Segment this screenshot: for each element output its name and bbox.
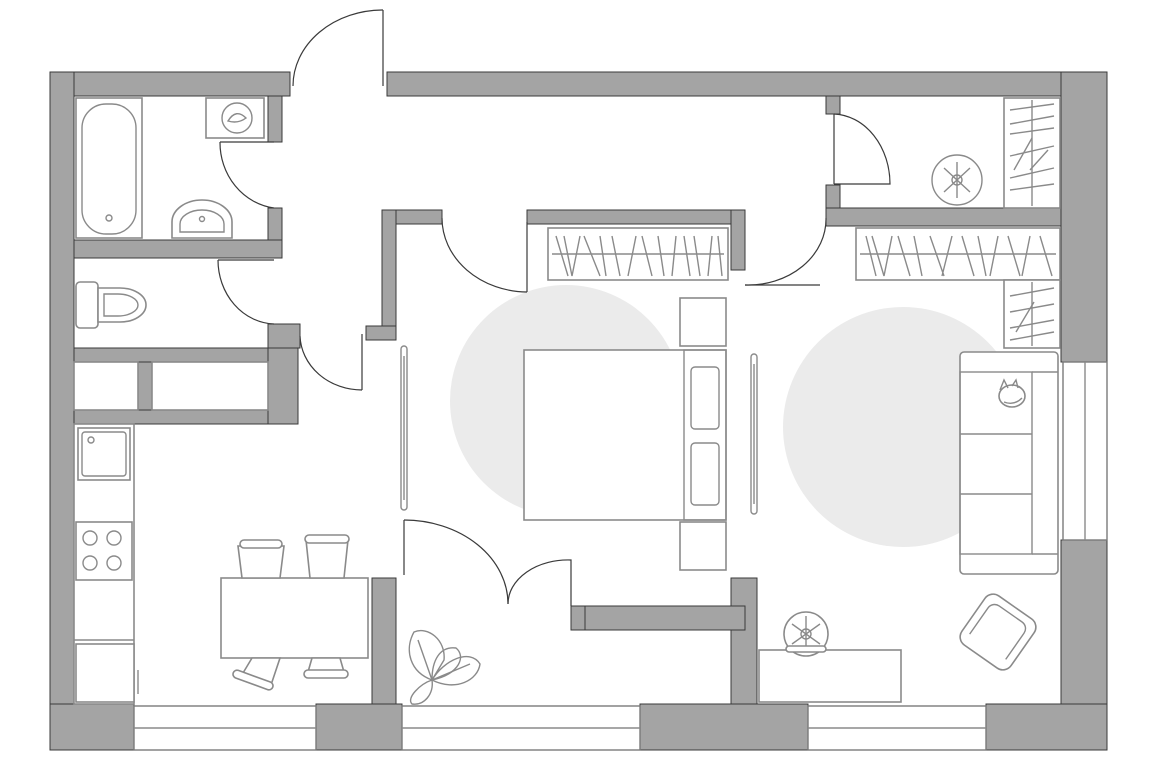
living-room <box>758 227 1061 703</box>
bedroom-right-wall-low <box>730 577 758 705</box>
bathtub-icon <box>75 97 143 239</box>
houseplant-icon <box>408 629 481 705</box>
living-window-bottom <box>807 705 987 751</box>
outer-wall-bottom-2 <box>315 703 403 751</box>
closet-wall-top-stub <box>825 95 841 115</box>
storage-shelf <box>151 361 269 411</box>
double-bed-icon <box>523 349 727 521</box>
door-swing-icon <box>507 559 572 606</box>
desk-icon <box>758 649 902 703</box>
ceiling-lamp-icon <box>931 154 983 206</box>
chair-icon <box>237 539 285 579</box>
door-swing-icon <box>403 519 509 605</box>
bath-wall-low <box>267 323 301 349</box>
toilet-storage-divider <box>73 347 299 363</box>
toilet-icon <box>75 281 147 329</box>
sofa-icon <box>959 351 1059 575</box>
closet-door[interactable] <box>833 113 891 185</box>
living-window-side <box>1062 361 1108 541</box>
chair-icon <box>232 657 282 691</box>
bath-toilet-divider <box>73 239 283 259</box>
wardrobe-icon <box>855 227 1061 281</box>
nightstand-icon <box>679 521 727 571</box>
sink-icon <box>171 199 233 239</box>
storage-partition <box>137 361 153 411</box>
bedroom-sliding-door[interactable] <box>400 345 408 511</box>
living-sliding-door[interactable] <box>750 353 758 515</box>
wardrobe-icon <box>547 227 729 281</box>
wardrobe-icon <box>1003 97 1061 209</box>
bedroom-left-wall <box>381 209 397 341</box>
bedroom-lower-stub <box>570 605 586 631</box>
entrance-door[interactable] <box>292 9 384 87</box>
bedroom-door[interactable] <box>441 217 528 293</box>
office-chair-icon <box>783 611 829 657</box>
storage <box>73 361 269 411</box>
door-swing-icon <box>292 9 384 87</box>
washing-machine-icon <box>205 97 265 139</box>
bedroom-right-wall <box>730 209 746 271</box>
wardrobe-closet <box>931 97 1061 209</box>
outer-wall-top-left <box>49 71 291 97</box>
bath-wall-upper <box>267 95 283 143</box>
bedroom-window <box>401 705 641 751</box>
living-door[interactable] <box>744 217 827 286</box>
dining-table-icon <box>220 577 369 659</box>
armchair-icon <box>959 593 1037 671</box>
door-swing-icon <box>217 259 275 325</box>
bedroom-left-wall-lower <box>371 577 397 705</box>
outer-wall-bottom-1 <box>49 703 135 751</box>
storage-shelf <box>73 361 139 411</box>
chair-icon <box>303 657 349 679</box>
toilet-door[interactable] <box>217 259 275 325</box>
stove-icon <box>75 521 133 581</box>
wardrobe-icon <box>1003 279 1061 349</box>
bedroom-left-stub <box>365 325 397 341</box>
walls <box>49 71 1108 751</box>
sliding-door-icon <box>750 353 758 515</box>
outer-wall-left <box>49 71 75 751</box>
storage-bottom-wall <box>73 409 299 425</box>
bedroom-lower-wall <box>578 605 746 631</box>
door-swing-icon <box>219 141 275 209</box>
door-swing-icon <box>833 113 891 185</box>
doors <box>217 9 891 606</box>
door-swing-icon <box>299 335 363 391</box>
cat-icon <box>998 378 1026 408</box>
bathroom <box>75 97 265 239</box>
storage-door[interactable] <box>299 334 363 391</box>
fridge <box>75 643 135 703</box>
storage-right-wall <box>267 347 299 425</box>
windows <box>133 361 1108 751</box>
door-swing-icon <box>744 217 827 286</box>
hall-double-door[interactable] <box>403 519 572 606</box>
toilet-room <box>75 281 147 329</box>
outer-wall-bottom-4 <box>985 703 1108 751</box>
outer-wall-right-upper <box>1060 71 1108 363</box>
outer-wall-top-right <box>386 71 1108 97</box>
bedroom-top-wall <box>526 209 746 225</box>
sliding-door-icon <box>400 345 408 511</box>
kitchen <box>73 423 369 705</box>
kitchen-window <box>133 705 317 751</box>
door-swing-icon <box>441 217 528 293</box>
outer-wall-bottom-3 <box>639 703 809 751</box>
nightstand-icon <box>679 297 727 347</box>
chair-icon <box>304 534 350 579</box>
bathroom-door[interactable] <box>219 141 275 209</box>
closet-bottom-wall <box>825 207 1062 227</box>
kitchen-sink-icon <box>77 427 131 481</box>
bedroom <box>523 227 729 571</box>
